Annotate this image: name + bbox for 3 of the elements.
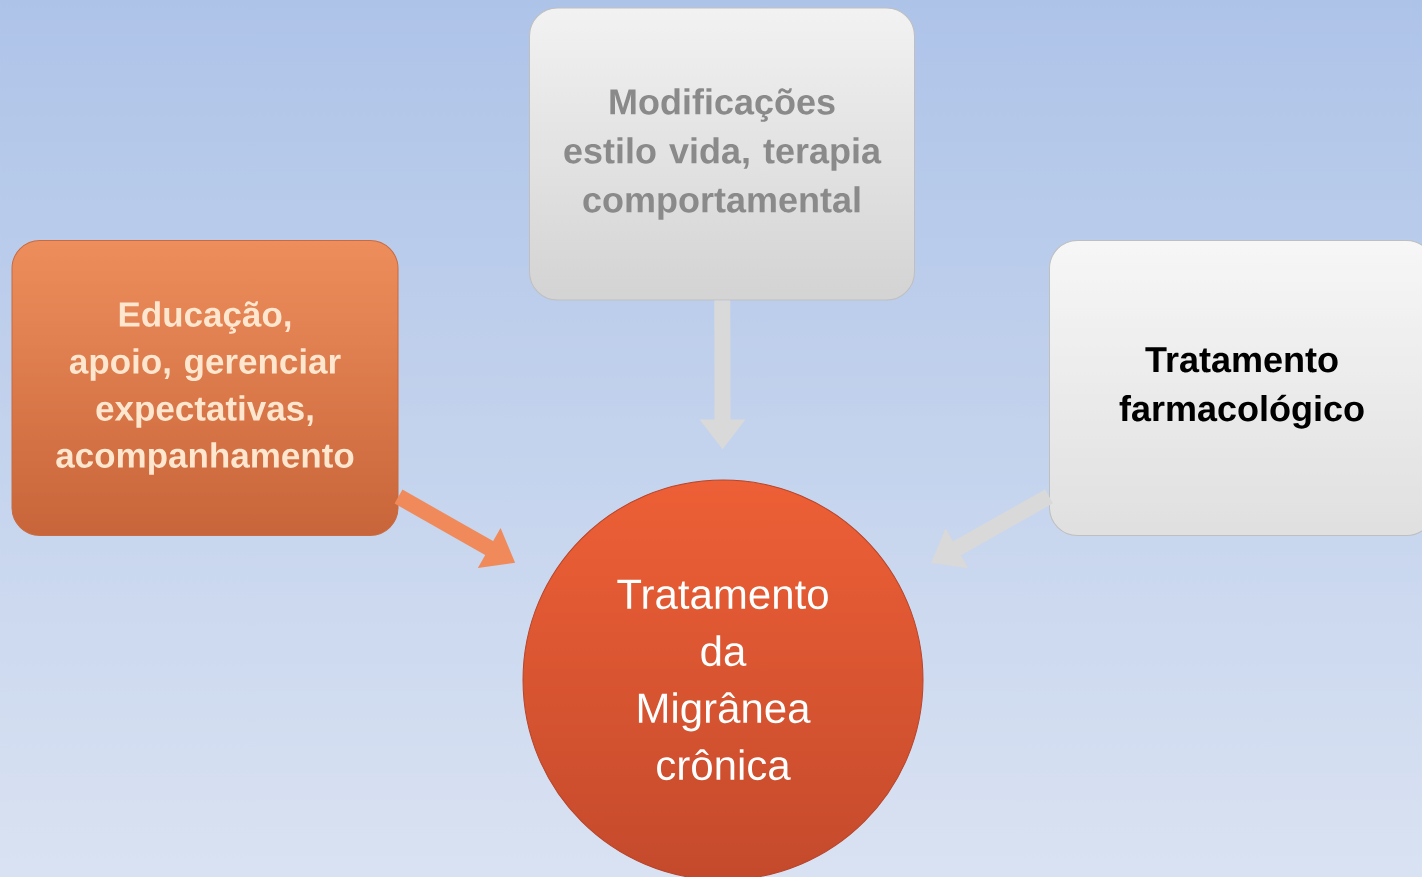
process-box: Educação, apoio, gerenciar expectativas, acompanhamento xyxy=(11,240,399,536)
process-box: Tratamento farmacológico xyxy=(1049,240,1422,536)
process-box: Modificações estilo vida, terapia comportamental xyxy=(529,7,915,301)
